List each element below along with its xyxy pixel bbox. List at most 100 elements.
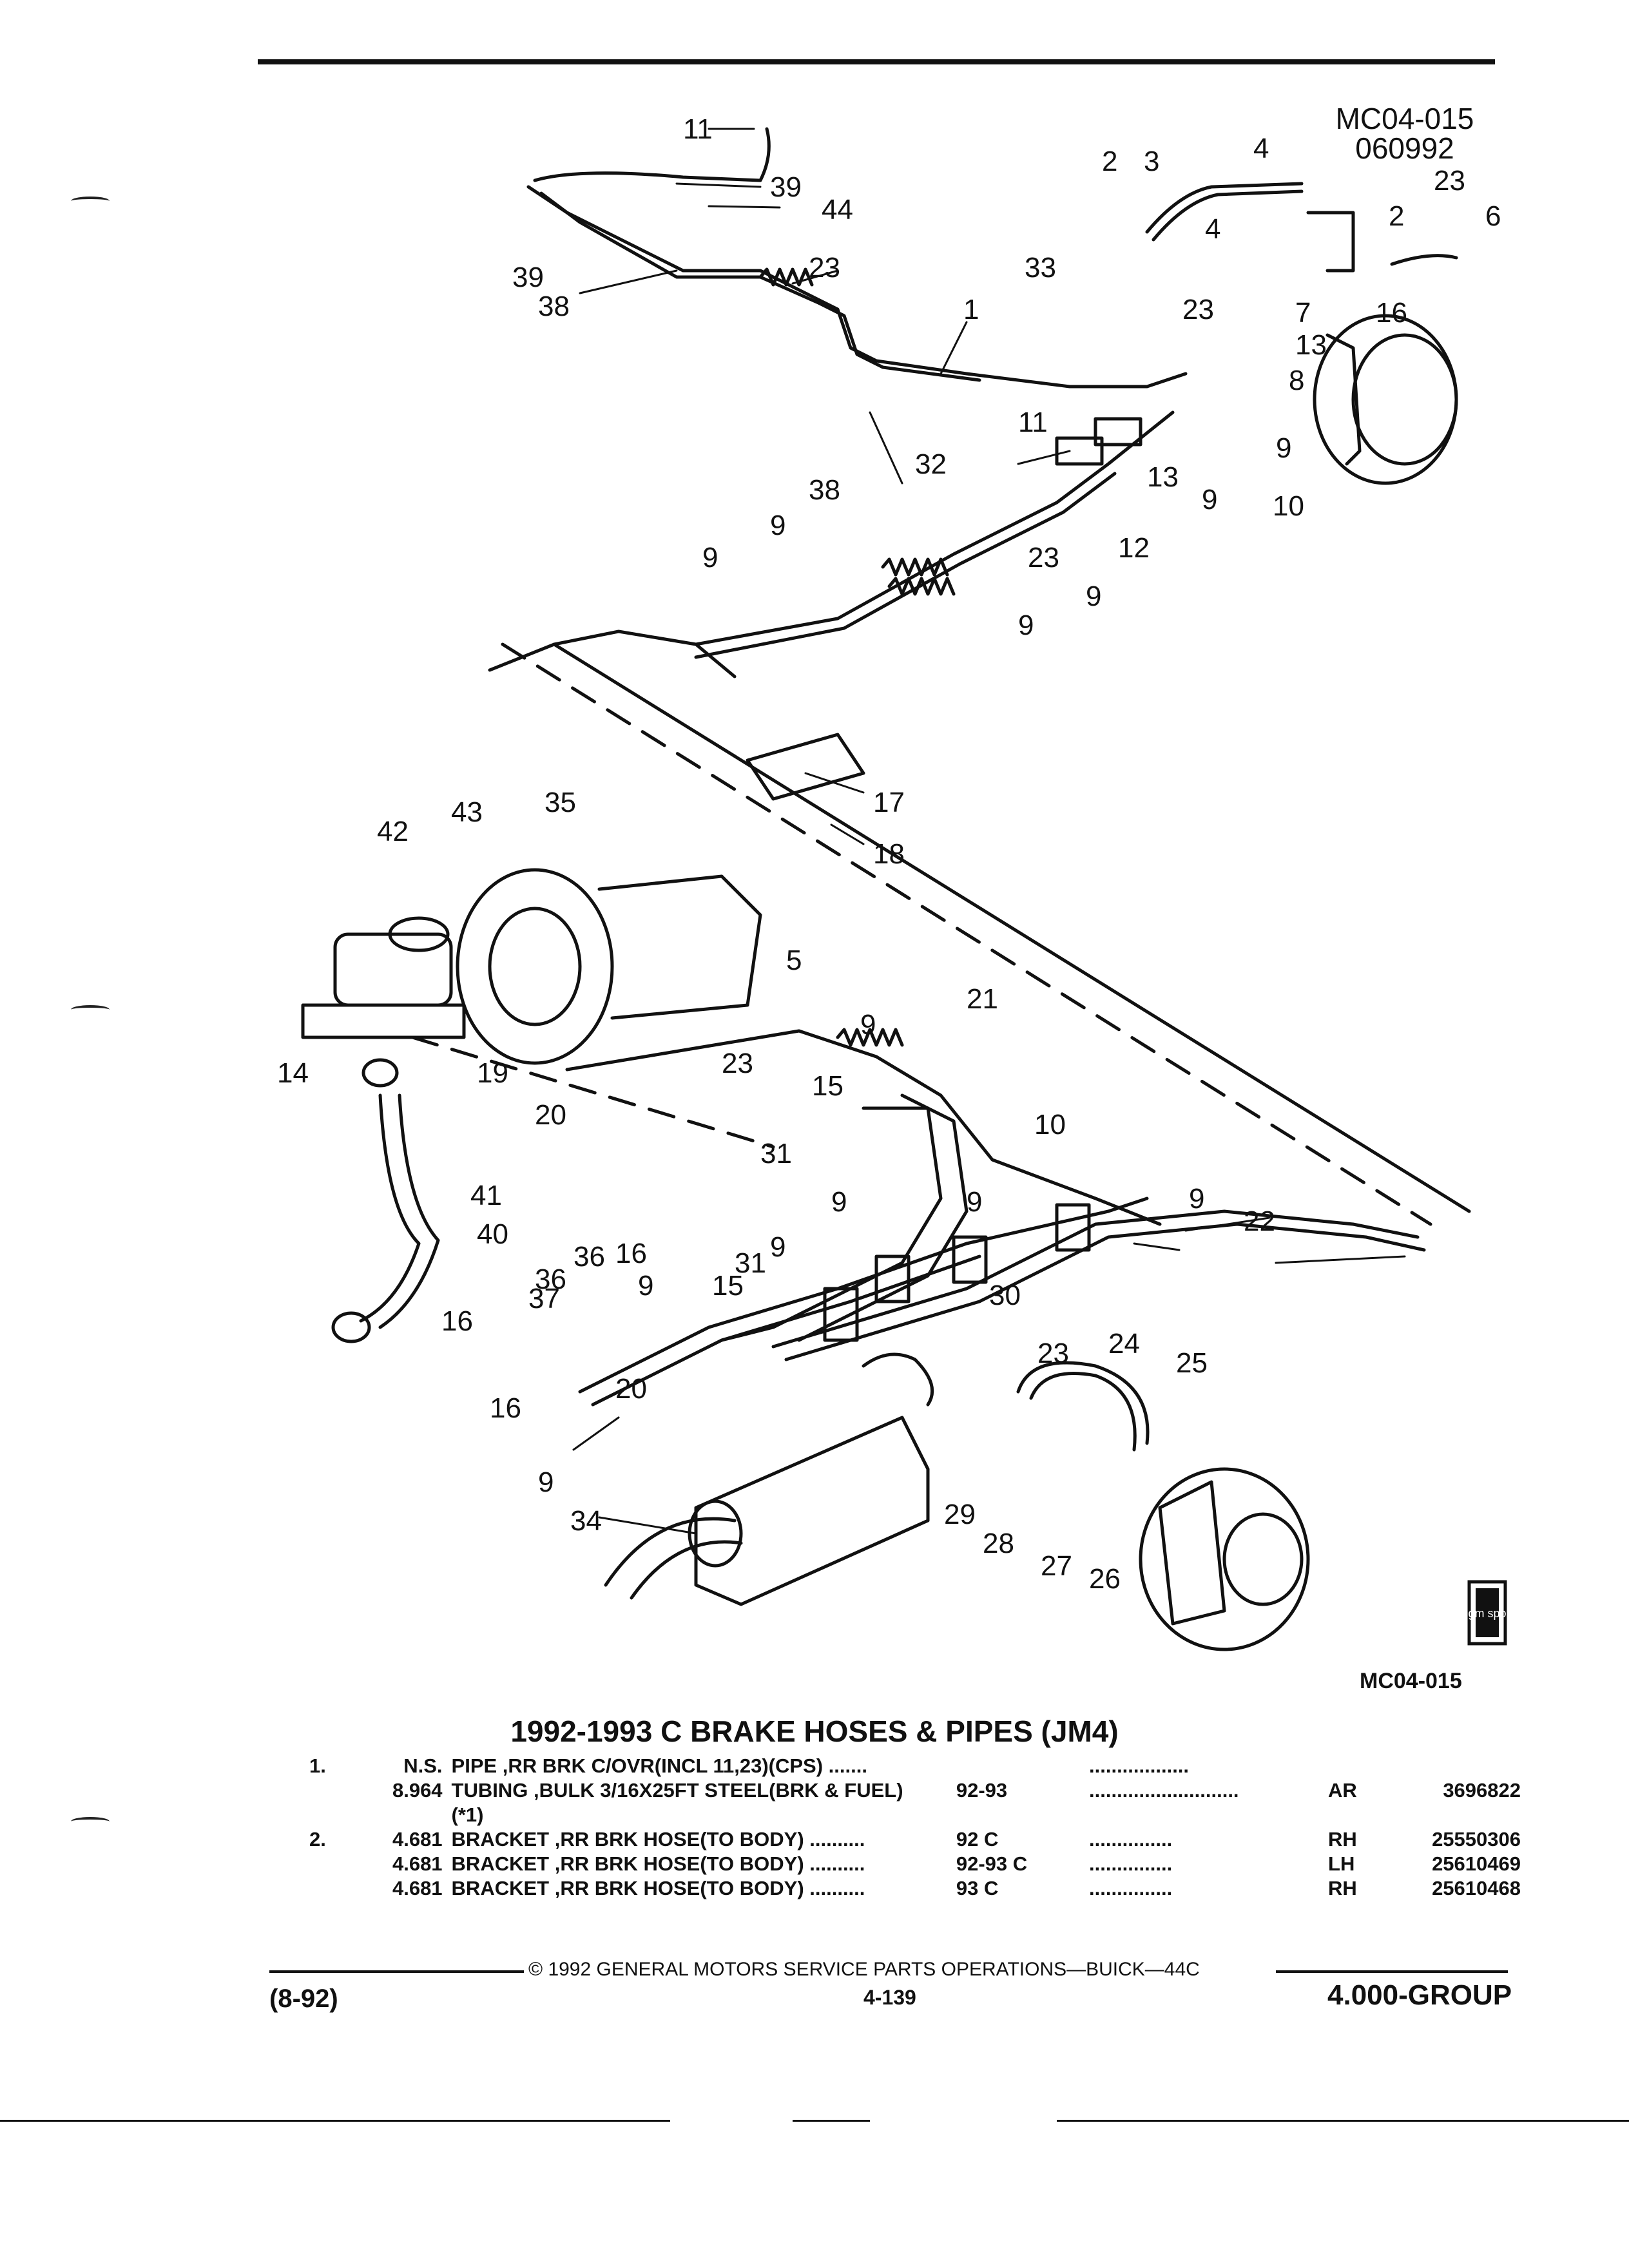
top-rule <box>258 59 1495 64</box>
footer-rule-right <box>1276 1970 1508 1973</box>
item-years <box>956 1754 1089 1778</box>
line-bracket <box>823 1287 859 1342</box>
diagram-code-top: MC04-015 <box>1335 102 1474 135</box>
callout: 2 <box>1389 200 1404 232</box>
callout: 15 <box>812 1070 843 1102</box>
item-part-number <box>1388 1754 1521 1778</box>
callout: 23 <box>722 1048 753 1079</box>
callout: 28 <box>983 1528 1014 1559</box>
brake-line-mid <box>720 1106 943 1342</box>
item-dots: ............... <box>1089 1852 1173 1875</box>
brake-line-mid <box>784 1222 1426 1361</box>
brake-hoses-pipes-diagram: 11 39 44 39 38 23 1 38 2 3 4 4 2 23 6 33… <box>277 113 1507 1651</box>
pipe-spring <box>887 577 956 596</box>
item-years <box>956 1803 1089 1827</box>
item-side <box>1328 1754 1388 1778</box>
callout: 16 <box>1376 297 1407 329</box>
rear-crossover-pipe <box>526 185 1188 389</box>
callout: 9 <box>770 510 786 541</box>
callout: 24 <box>1108 1328 1140 1360</box>
item-side: RH <box>1328 1877 1357 1899</box>
callout: 18 <box>873 838 905 870</box>
callout: 9 <box>702 542 718 573</box>
item-desc: (*1) <box>451 1803 484 1826</box>
callout: 29 <box>944 1499 976 1530</box>
callout: 3 <box>1144 146 1159 177</box>
item-number <box>309 1778 356 1803</box>
callout: 9 <box>1276 432 1291 464</box>
item-side <box>1328 1803 1388 1827</box>
callout: 36 <box>535 1264 566 1295</box>
leader-line <box>791 269 839 285</box>
item-dots: ........................... <box>1089 1779 1239 1802</box>
front-caliper <box>1158 1480 1226 1626</box>
leader-line <box>572 1416 620 1451</box>
table-row: 4.681 BRACKET ,RR BRK HOSE(TO BODY) ....… <box>309 1876 1521 1901</box>
pipe-spring <box>881 557 949 577</box>
leader-line <box>1017 450 1071 465</box>
master-cylinder <box>333 932 453 1007</box>
abs-modulator <box>694 1416 930 1606</box>
item-part-number: 25610469 <box>1432 1852 1521 1875</box>
reference-line <box>501 642 1432 1226</box>
callout: 9 <box>638 1270 653 1302</box>
brake-line-main <box>552 629 737 678</box>
front-brake-hose <box>1029 1372 1137 1452</box>
callout: 14 <box>277 1057 309 1089</box>
callout: 23 <box>1028 542 1059 573</box>
item-qty: N.S. <box>403 1754 443 1777</box>
item-number <box>309 1803 356 1827</box>
line-bracket <box>952 1235 988 1284</box>
callout: 23 <box>1037 1338 1069 1369</box>
item-desc: BRACKET ,RR BRK HOSE(TO BODY) .......... <box>451 1828 865 1850</box>
callout: 20 <box>535 1099 566 1131</box>
brake-line-mid <box>771 1209 1420 1349</box>
callout: 35 <box>545 787 576 818</box>
diagram-code-bottom: MC04-015 <box>1360 1669 1462 1693</box>
item-years: 92-93 <box>956 1779 1008 1802</box>
rear-hose <box>1390 254 1458 266</box>
callout: 5 <box>786 945 802 976</box>
callout: 16 <box>490 1392 521 1424</box>
callout: 36 <box>574 1241 605 1273</box>
item-part-number: 25610468 <box>1432 1877 1521 1899</box>
callout: 23 <box>1182 294 1214 325</box>
vacuum-hose <box>359 1093 421 1323</box>
callout: 9 <box>1202 484 1217 515</box>
leader-line <box>675 182 762 188</box>
callout: 1 <box>963 294 979 325</box>
callout: 38 <box>538 291 570 322</box>
callout: 9 <box>1086 581 1101 612</box>
footer-rule-left <box>269 1970 524 1973</box>
brake-drum <box>1351 333 1458 466</box>
item-desc: BRACKET ,RR BRK HOSE(TO BODY) .......... <box>451 1877 865 1899</box>
item-dots <box>1089 1803 1328 1827</box>
callout: 8 <box>1289 365 1304 396</box>
leader-line <box>579 269 678 294</box>
hose-bracket <box>1306 211 1355 273</box>
item-desc: TUBING ,BULK 3/16X25FT STEEL(BRK & FUEL) <box>451 1779 903 1802</box>
rear-crossover-pipe <box>539 191 981 382</box>
callout: 9 <box>967 1186 982 1218</box>
item-dots: ............... <box>1089 1877 1173 1899</box>
brake-line-mid <box>591 1254 981 1407</box>
footer-group: 4.000-GROUP <box>1327 1979 1512 2011</box>
item-side: RH <box>1328 1828 1357 1850</box>
footer-date-code: (8-92) <box>269 1984 338 2013</box>
table-row: 4.681 BRACKET ,RR BRK HOSE(TO BODY) ....… <box>309 1852 1521 1876</box>
item-part-number <box>1388 1803 1521 1827</box>
item-qty <box>356 1803 451 1827</box>
callout: 19 <box>477 1057 508 1089</box>
margin-mark <box>71 197 110 206</box>
item-years: 92 C <box>956 1828 999 1850</box>
callout: 37 <box>528 1283 560 1314</box>
line-bracket <box>874 1254 911 1303</box>
item-side: AR <box>1328 1779 1357 1802</box>
front-brake-hose <box>1016 1361 1150 1445</box>
reference-line <box>410 1035 775 1149</box>
callout: 7 <box>1295 297 1311 329</box>
callout: 16 <box>615 1238 647 1269</box>
table-row: 2. 4.681 BRACKET ,RR BRK HOSE(TO BODY) .… <box>309 1827 1521 1852</box>
callout: 25 <box>1176 1347 1208 1379</box>
line-bracket <box>1055 1203 1091 1252</box>
